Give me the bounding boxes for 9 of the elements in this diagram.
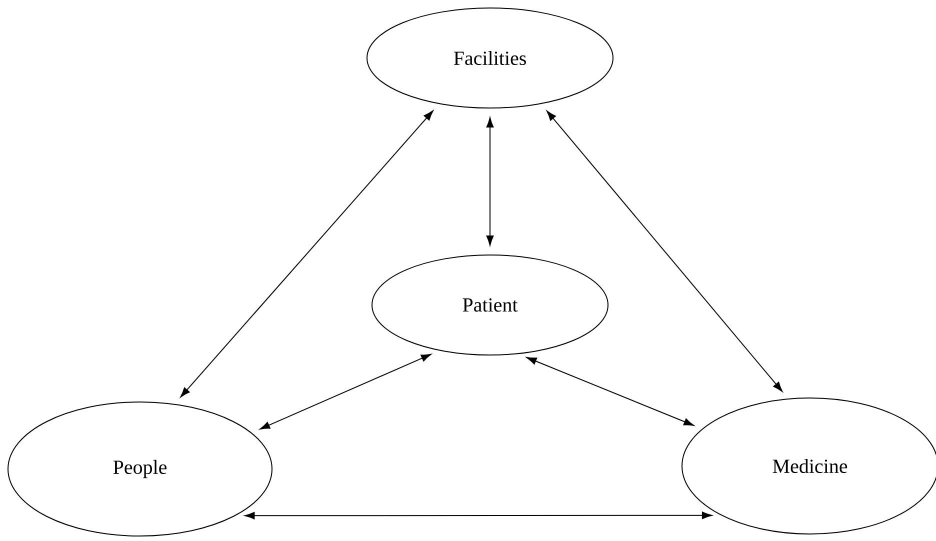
arrow <box>546 110 783 392</box>
arrow <box>486 117 494 246</box>
ellipse-node: Facilities <box>366 8 614 108</box>
ellipse-node: Patient <box>372 254 608 356</box>
ellipse-node: People <box>8 402 272 536</box>
arrow <box>244 512 712 520</box>
arrow <box>180 110 434 398</box>
arrow <box>260 354 432 430</box>
arrow <box>526 357 694 426</box>
